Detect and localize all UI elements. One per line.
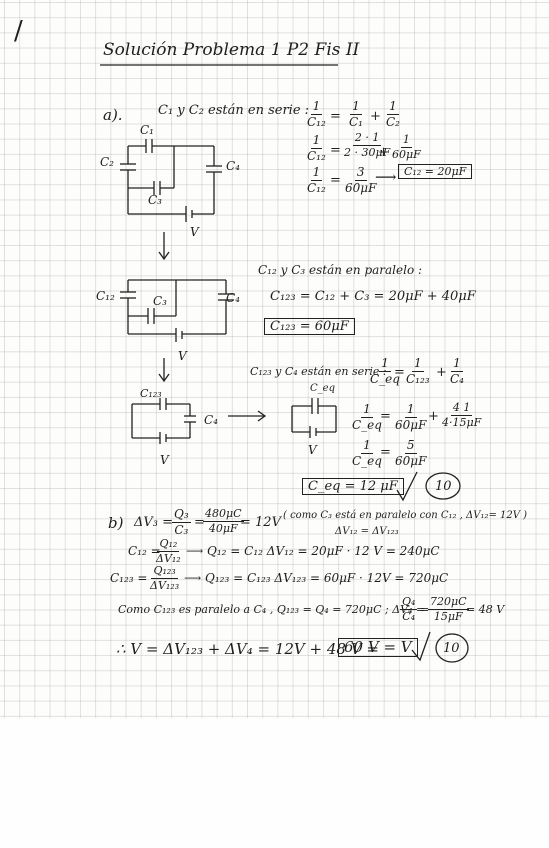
- right-arrow: [228, 410, 267, 422]
- circuit2-label-c12: C₁₂: [96, 289, 115, 303]
- eq1-plus: +: [370, 109, 381, 124]
- eq5-plus: +: [428, 409, 439, 424]
- parallel-statement: C₁₂ y C₃ están en paralelo :: [258, 263, 423, 277]
- circuit3-label-c4: C₄: [204, 413, 218, 427]
- down-arrow-2: [158, 358, 170, 383]
- circuit2-label-c3: C₃: [153, 294, 167, 308]
- grade-a: 10: [435, 479, 452, 494]
- blank-bottom-area: [0, 718, 549, 848]
- eq2-plus: +: [378, 145, 389, 160]
- part-b-label: b): [108, 514, 124, 532]
- circuit2-label-c4: C₄: [226, 291, 240, 305]
- grade-check-b: [411, 631, 469, 663]
- c123-lhs: C₁₂₃ =: [110, 571, 148, 585]
- circuit1-label-c2: C₂: [100, 155, 114, 169]
- q123-equation: ⟶ Q₁₂₃ = C₁₂₃ ΔV₁₂₃ = 60μF · 12V = 720μC: [184, 571, 449, 585]
- circuit2-label-v: V: [178, 349, 187, 363]
- circuit-c123-c4: [131, 398, 196, 444]
- grade-b: 10: [443, 641, 460, 656]
- page-title: Solución Problema 1 P2 Fis II: [103, 40, 360, 60]
- grade-check-a: [396, 471, 461, 502]
- voltage-equality-note: ΔV₁₂ = ΔV₁₂₃: [335, 526, 399, 537]
- dv3-lhs: ΔV₃ =: [134, 515, 174, 530]
- corner-stroke-mark: /: [14, 16, 23, 46]
- circuit-original: [120, 139, 222, 222]
- eq3-arrow: ⟶: [375, 168, 397, 186]
- c12-lhs: C₁₂ =: [128, 544, 161, 558]
- title-underline: [100, 64, 338, 66]
- c12-result-box: C₁₂ = 20μF: [398, 164, 473, 179]
- series-statement-c1-c2: C₁ y C₂ están en serie :: [158, 103, 310, 118]
- eq4-equals: =: [394, 365, 405, 380]
- c123-sum-equation: C₁₂₃ = C₁₂ + C₃ = 20μF + 40μF: [270, 289, 476, 304]
- parallel-note: ( como C₃ está en paralelo con C₁₂ , ΔV₁…: [283, 510, 528, 521]
- q12-equation: ⟶ Q₁₂ = C₁₂ ΔV₁₂ = 20μF · 12 V = 240μC: [186, 544, 440, 558]
- circuit4-label-ceq: C_eq: [310, 383, 335, 394]
- eq5-equals: =: [380, 409, 391, 424]
- eq3-equals: =: [330, 173, 341, 188]
- circuit1-label-c3: C₃: [148, 193, 162, 207]
- eq1-equals: =: [330, 109, 341, 124]
- down-arrow-1: [158, 232, 170, 261]
- ceq-result-box: C_eq = 12 μF: [302, 478, 404, 495]
- dv3-equals: =: [194, 515, 205, 530]
- circuit-ceq: [291, 398, 337, 438]
- circuit1-label-c1: C₁: [140, 123, 154, 137]
- dv4-equals: =: [420, 603, 430, 616]
- circuit3-label-c123: C₁₂₃: [140, 387, 162, 400]
- circuit4-label-v: V: [308, 443, 317, 457]
- circuit1-label-c4: C₄: [226, 159, 240, 173]
- circuit-c12-c3-c4: [120, 279, 234, 342]
- final-equation: ∴ V = ΔV₁₂₃ + ΔV₄ = 12V + 48 V =: [116, 640, 379, 658]
- c123-result-box: C₁₂₃ = 60μF: [264, 318, 355, 335]
- eq4-plus: +: [436, 365, 447, 380]
- circuit1-label-v: V: [190, 225, 199, 239]
- part-a-label: a).: [103, 106, 123, 124]
- como-statement: Como C₁₂₃ es paralelo a C₄ , Q₁₂₃ = Q₄ =…: [118, 603, 426, 616]
- series-statement-c123-c4: C₁₂₃ y C₄ están en serie :: [250, 365, 387, 378]
- dv3-result: = 12V: [240, 515, 281, 530]
- circuit3-label-v: V: [160, 453, 169, 467]
- eq2-equals: =: [330, 143, 341, 158]
- eq6-equals: =: [380, 445, 391, 460]
- dv4-result: = 48 V: [466, 603, 505, 616]
- final-result-box: 60 V = V: [338, 638, 418, 657]
